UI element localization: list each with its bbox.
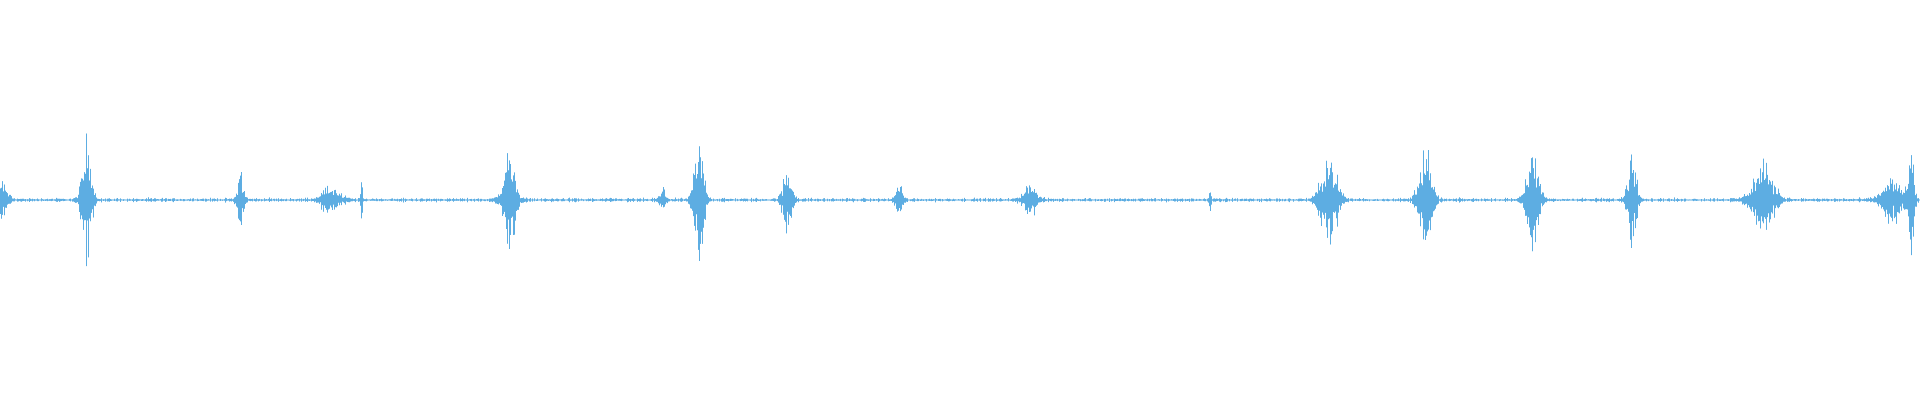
- waveform-trace: [0, 133, 1920, 267]
